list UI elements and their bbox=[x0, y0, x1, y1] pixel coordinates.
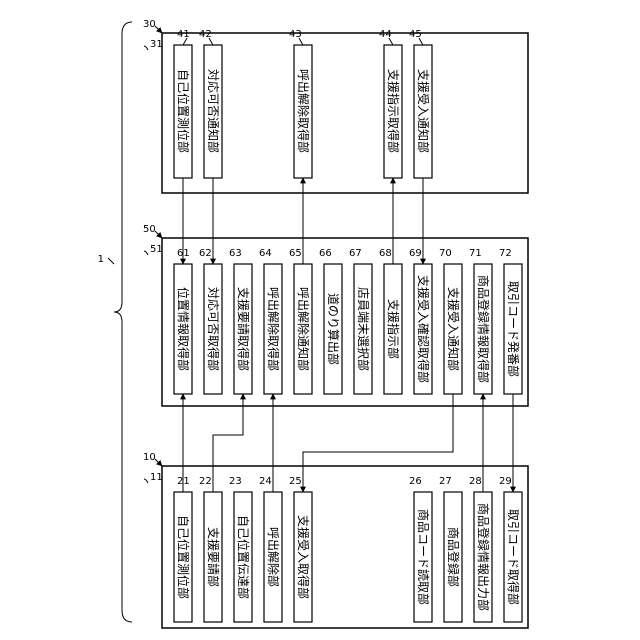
module-22-ref: 22 bbox=[199, 476, 212, 487]
module-61: 位置情報取得部 61 bbox=[174, 248, 192, 394]
unit-30-sub-ref: 31 bbox=[150, 39, 163, 50]
module-71: 商品登録情報取得部 71 bbox=[469, 248, 492, 394]
module-45: 支援受入通知部 45 bbox=[409, 29, 432, 178]
module-65-label: 呼出解除通知部 bbox=[296, 287, 311, 371]
module-45-ref: 45 bbox=[409, 29, 422, 40]
module-72-label: 取引コード発番部 bbox=[506, 281, 521, 377]
module-42-label: 対応可否通知部 bbox=[206, 69, 221, 153]
module-63: 支援要請取得部 63 bbox=[229, 248, 252, 394]
system-ref-label: 1 bbox=[98, 254, 104, 265]
module-67-ref: 67 bbox=[349, 248, 362, 259]
module-63-label: 支援要請取得部 bbox=[236, 287, 251, 371]
module-61-label: 位置情報取得部 bbox=[176, 287, 191, 371]
module-44: 支援指示取得部 44 bbox=[379, 29, 402, 178]
module-43-ref: 43 bbox=[289, 29, 302, 40]
module-41-ref: 41 bbox=[177, 29, 190, 40]
system-bracket: 1 bbox=[98, 22, 132, 622]
module-28: 商品登録情報出力部 28 bbox=[469, 476, 492, 622]
module-25-ref: 25 bbox=[289, 476, 302, 487]
module-23-label: 自己位置伝達部 bbox=[236, 515, 251, 599]
unit-30: 30 31 自己位置測位部 41 対応可否通知部 42 呼出解除取得部 43 支… bbox=[143, 19, 528, 193]
module-25-label: 支援受入取得部 bbox=[296, 515, 311, 599]
module-26: 商品コード読取部 26 bbox=[409, 476, 432, 622]
unit-50: 50 51 位置情報取得部 61 対応可否取得部 62 支援要請取得部 63 呼… bbox=[143, 224, 528, 406]
module-29-label: 取引コード取得部 bbox=[506, 509, 521, 605]
module-70-ref: 70 bbox=[439, 248, 452, 259]
module-44-label: 支援指示取得部 bbox=[386, 69, 401, 153]
module-68-label: 支援指示部 bbox=[386, 299, 401, 359]
module-64: 呼出解除取得部 64 bbox=[259, 248, 282, 394]
module-43-label: 呼出解除取得部 bbox=[296, 69, 311, 153]
module-27-ref: 27 bbox=[439, 476, 452, 487]
module-65: 呼出解除通知部 65 bbox=[289, 248, 312, 394]
module-63-ref: 63 bbox=[229, 248, 242, 259]
module-45-label: 支援受入通知部 bbox=[416, 69, 431, 153]
module-64-ref: 64 bbox=[259, 248, 272, 259]
module-71-label: 商品登録情報取得部 bbox=[476, 275, 491, 383]
module-22: 支援要請部 22 bbox=[199, 476, 222, 622]
module-21: 自己位置測位部 21 bbox=[174, 476, 192, 622]
module-72: 取引コード発番部 72 bbox=[499, 248, 522, 394]
module-41: 自己位置測位部 41 bbox=[174, 29, 192, 178]
module-68: 支援指示部 68 bbox=[379, 248, 402, 394]
module-42: 対応可否通知部 42 bbox=[199, 29, 222, 178]
module-62: 対応可否取得部 62 bbox=[199, 248, 222, 394]
module-26-label: 商品コード読取部 bbox=[416, 509, 431, 605]
unit-10: 10 11 自己位置測位部 21 支援要請部 22 自己位置伝達部 23 呼出解… bbox=[143, 452, 528, 628]
module-27-label: 商品登録部 bbox=[446, 527, 461, 587]
connectors bbox=[183, 178, 513, 492]
module-71-ref: 71 bbox=[469, 248, 482, 259]
module-68-ref: 68 bbox=[379, 248, 392, 259]
module-23: 自己位置伝達部 23 bbox=[229, 476, 252, 622]
module-42-ref: 42 bbox=[199, 29, 212, 40]
unit-10-sub-ref: 11 bbox=[150, 472, 163, 483]
module-69: 支援受入確認取得部 69 bbox=[409, 248, 432, 394]
module-23-ref: 23 bbox=[229, 476, 242, 487]
module-44-ref: 44 bbox=[379, 29, 392, 40]
module-24-ref: 24 bbox=[259, 476, 272, 487]
module-28-ref: 28 bbox=[469, 476, 482, 487]
unit-50-sub-ref: 51 bbox=[150, 244, 163, 255]
module-21-label: 自己位置測位部 bbox=[176, 515, 191, 599]
module-66-ref: 66 bbox=[319, 248, 332, 259]
module-66-label: 道のり算出部 bbox=[326, 293, 341, 365]
module-41-label: 自己位置測位部 bbox=[176, 69, 191, 153]
unit-30-ref: 30 bbox=[143, 19, 156, 30]
module-70-label: 支援受入通知部 bbox=[446, 287, 461, 371]
module-65-ref: 65 bbox=[289, 248, 302, 259]
module-27: 商品登録部 27 bbox=[439, 476, 462, 622]
unit-10-ref: 10 bbox=[143, 452, 156, 463]
arrow-70-to-25 bbox=[303, 394, 453, 492]
module-67: 店員端末選択部 67 bbox=[349, 248, 372, 394]
module-24-label: 呼出解除部 bbox=[266, 527, 281, 587]
module-69-ref: 69 bbox=[409, 248, 422, 259]
module-28-label: 商品登録情報出力部 bbox=[476, 503, 491, 611]
module-72-ref: 72 bbox=[499, 248, 512, 259]
module-70: 支援受入通知部 70 bbox=[439, 248, 462, 394]
module-22-label: 支援要請部 bbox=[206, 527, 221, 587]
module-62-label: 対応可否取得部 bbox=[206, 287, 221, 371]
module-26-ref: 26 bbox=[409, 476, 422, 487]
module-62-ref: 62 bbox=[199, 248, 212, 259]
module-29-ref: 29 bbox=[499, 476, 512, 487]
module-64-label: 呼出解除取得部 bbox=[266, 287, 281, 371]
module-43: 呼出解除取得部 43 bbox=[289, 29, 312, 178]
module-67-label: 店員端末選択部 bbox=[356, 287, 371, 371]
module-66: 道のり算出部 66 bbox=[319, 248, 342, 394]
module-29: 取引コード取得部 29 bbox=[499, 476, 522, 622]
module-69-label: 支援受入確認取得部 bbox=[416, 275, 431, 383]
module-25: 支援受入取得部 25 bbox=[289, 476, 312, 622]
module-24: 呼出解除部 24 bbox=[259, 476, 282, 622]
unit-50-ref: 50 bbox=[143, 224, 156, 235]
